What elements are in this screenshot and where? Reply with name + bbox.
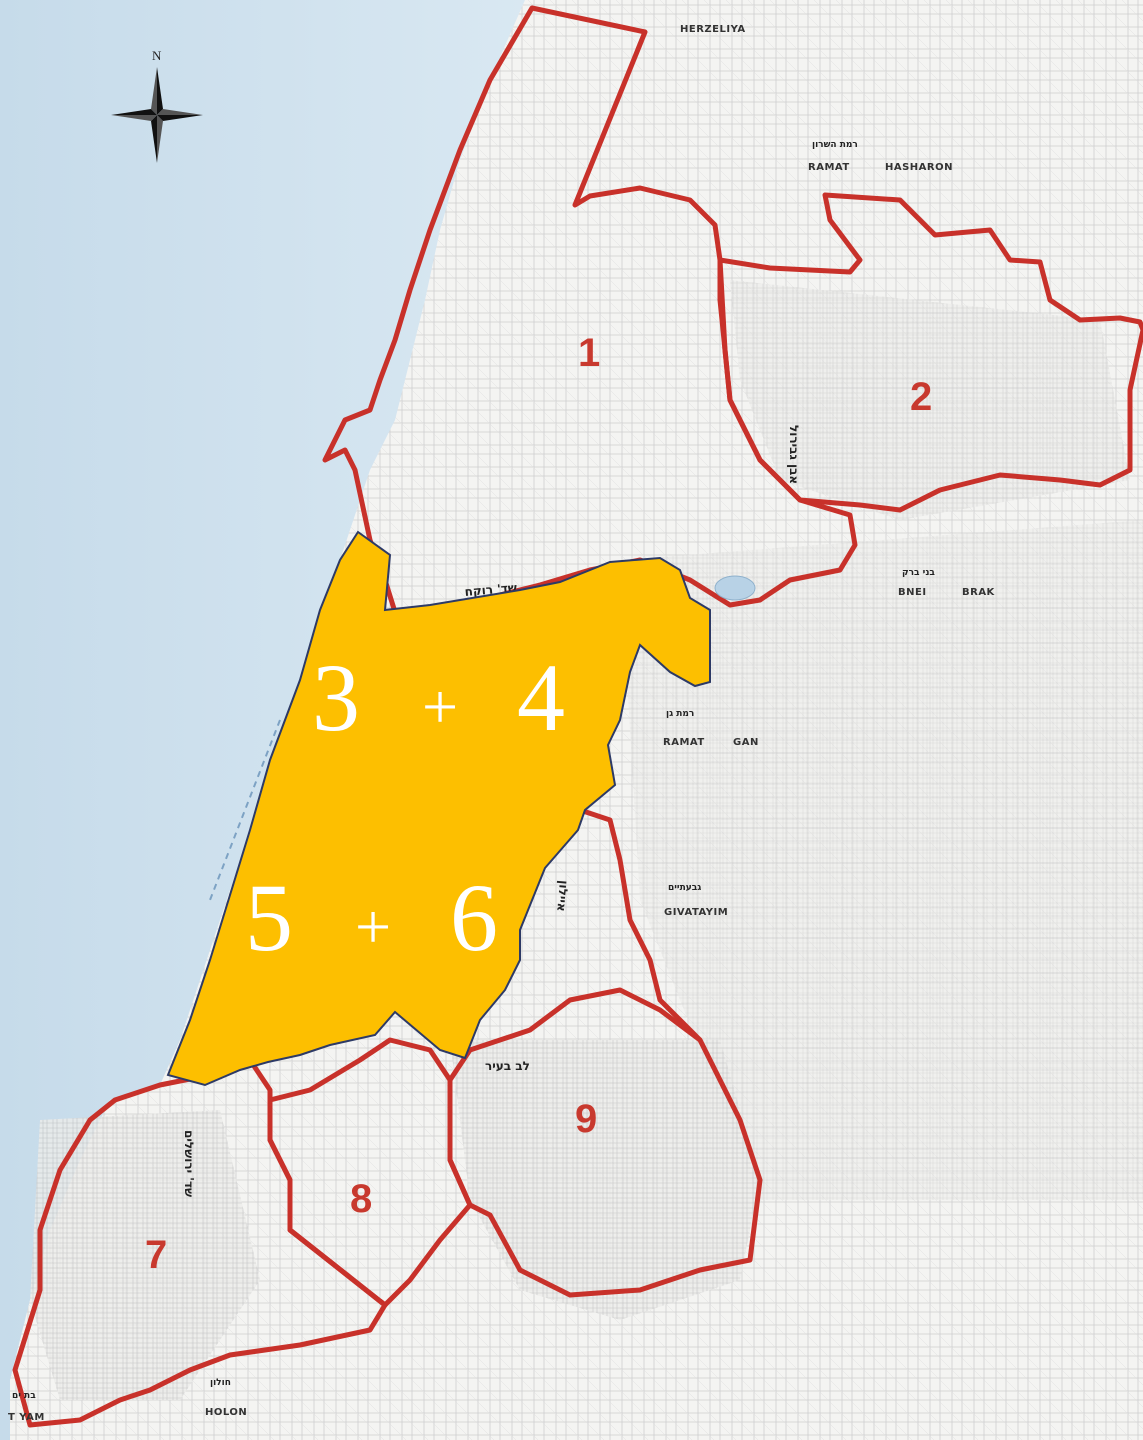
place-bnei-brak-heb: בני ברק: [902, 568, 935, 578]
street-label-yefet: שד' ירושלים: [182, 1130, 196, 1197]
place-ramat-hasharon-heb: רמת השרון: [812, 140, 858, 150]
district-7-label: 7: [145, 1233, 167, 1277]
place-ramat-gan-2: GAN: [733, 737, 759, 748]
district-2-boundary: [717, 192, 1143, 513]
place-ramat-hasharon-2: HASHARON: [885, 162, 953, 173]
merged-label-5: 5: [245, 864, 293, 971]
dense-area-east: [620, 520, 1143, 1200]
compass-north-letter: N: [152, 48, 162, 63]
district-9-boundary: [447, 987, 763, 1298]
sea: [0, 0, 525, 1440]
street-label-ayalon: איילון: [554, 880, 571, 912]
place-givatayim-heb: גבעתיים: [668, 883, 701, 893]
merged-label-4: 4: [517, 644, 565, 751]
merged-district-3-4-5-6: [166, 530, 711, 1087]
district-1-label: 1: [578, 331, 600, 375]
place-ramat-gan-1: RAMAT: [663, 737, 705, 748]
place-ramat-gan-heb: רמת גן: [666, 709, 694, 719]
district-9-label: 9: [575, 1097, 597, 1141]
district-2-label: 2: [910, 375, 932, 419]
place-bat-yam-heb: בת ים: [12, 1391, 36, 1401]
merged-label-3: 3: [312, 644, 360, 751]
district-8-label: 8: [350, 1177, 372, 1221]
dense-area-7: [30, 1110, 260, 1400]
lake: [714, 575, 756, 601]
place-holon-heb: חולון: [210, 1378, 231, 1388]
place-bnei-brak-1: BNEI: [898, 587, 927, 598]
merged-label-plus-2: +: [355, 891, 391, 962]
place-bnei-brak-2: BRAK: [962, 587, 996, 598]
place-bat-yam: T YAM: [8, 1412, 45, 1423]
place-holon: HOLON: [205, 1407, 247, 1418]
merged-label-6: 6: [450, 864, 498, 971]
street-label-einstein: אבן גבירול: [787, 425, 801, 484]
merged-label-top: 3 + 4: [312, 644, 565, 751]
place-givatayim: GIVATAYIM: [664, 907, 728, 918]
dense-area-9: [450, 1040, 760, 1320]
place-herzliya: HERZELIYA: [680, 24, 746, 35]
compass-rose-icon: N: [111, 48, 203, 163]
dense-area-2: [730, 280, 1130, 520]
merged-label-plus-1: +: [422, 671, 458, 742]
merged-label-bottom: 5 + 6: [245, 864, 498, 971]
ayalon-boundary: [579, 807, 702, 1042]
street-label-hagana: לב בעיר: [485, 1059, 530, 1073]
place-ramat-hasharon-1: RAMAT: [808, 162, 850, 173]
